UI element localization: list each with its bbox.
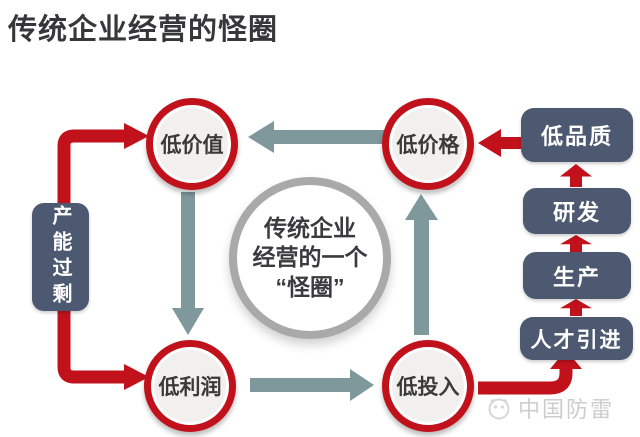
arrow-low-price-to-low-value — [248, 121, 390, 153]
center-line-2: 经营的一个 — [252, 244, 368, 271]
center-circle: 传统企业 经营的一个 “怪圈” — [229, 177, 391, 339]
node-label: 低利润 — [158, 376, 222, 399]
chain-box-rnd: 研发 — [523, 188, 631, 234]
arrow-low-input-to-low-price — [405, 194, 438, 335]
chain-box-low-quality: 低品质 — [521, 108, 633, 162]
overcapacity-box: 产能过剩 — [32, 203, 89, 311]
node-low-profit: 低利润 — [144, 340, 236, 432]
chain-box-talent: 人才引进 — [520, 317, 633, 360]
node-inner-disc — [156, 108, 228, 180]
node-inner-disc — [154, 350, 226, 422]
watermark: 中国防雷 — [486, 392, 614, 424]
chain-box-production: 生产 — [523, 252, 631, 299]
page-title: 传统企业经营的怪圈 — [8, 14, 279, 46]
node-label: 低价值 — [160, 134, 224, 157]
node-label: 低投入 — [396, 376, 460, 399]
node-low-input: 低投入 — [382, 340, 474, 432]
arrow-low-profit-to-low-input — [250, 369, 374, 401]
node-label: 低价格 — [396, 134, 460, 157]
node-inner-disc — [392, 108, 464, 180]
node-low-value: 低价值 — [146, 98, 238, 190]
node-low-price: 低价格 — [382, 98, 474, 190]
arrow-talent-to-production — [560, 299, 592, 316]
center-line-1: 传统企业 — [264, 214, 356, 241]
watermark-logo-icon — [488, 398, 510, 420]
arrow-rnd-to-low-quality — [560, 164, 592, 187]
node-inner-disc — [392, 350, 464, 422]
watermark-text: 中国防雷 — [518, 397, 615, 422]
center-line-3: “怪圈” — [275, 273, 345, 300]
arrow-low-quality-to-low-price — [478, 129, 522, 157]
arrow-low-value-to-low-profit — [172, 192, 204, 335]
arrow-production-to-rnd — [560, 235, 592, 252]
